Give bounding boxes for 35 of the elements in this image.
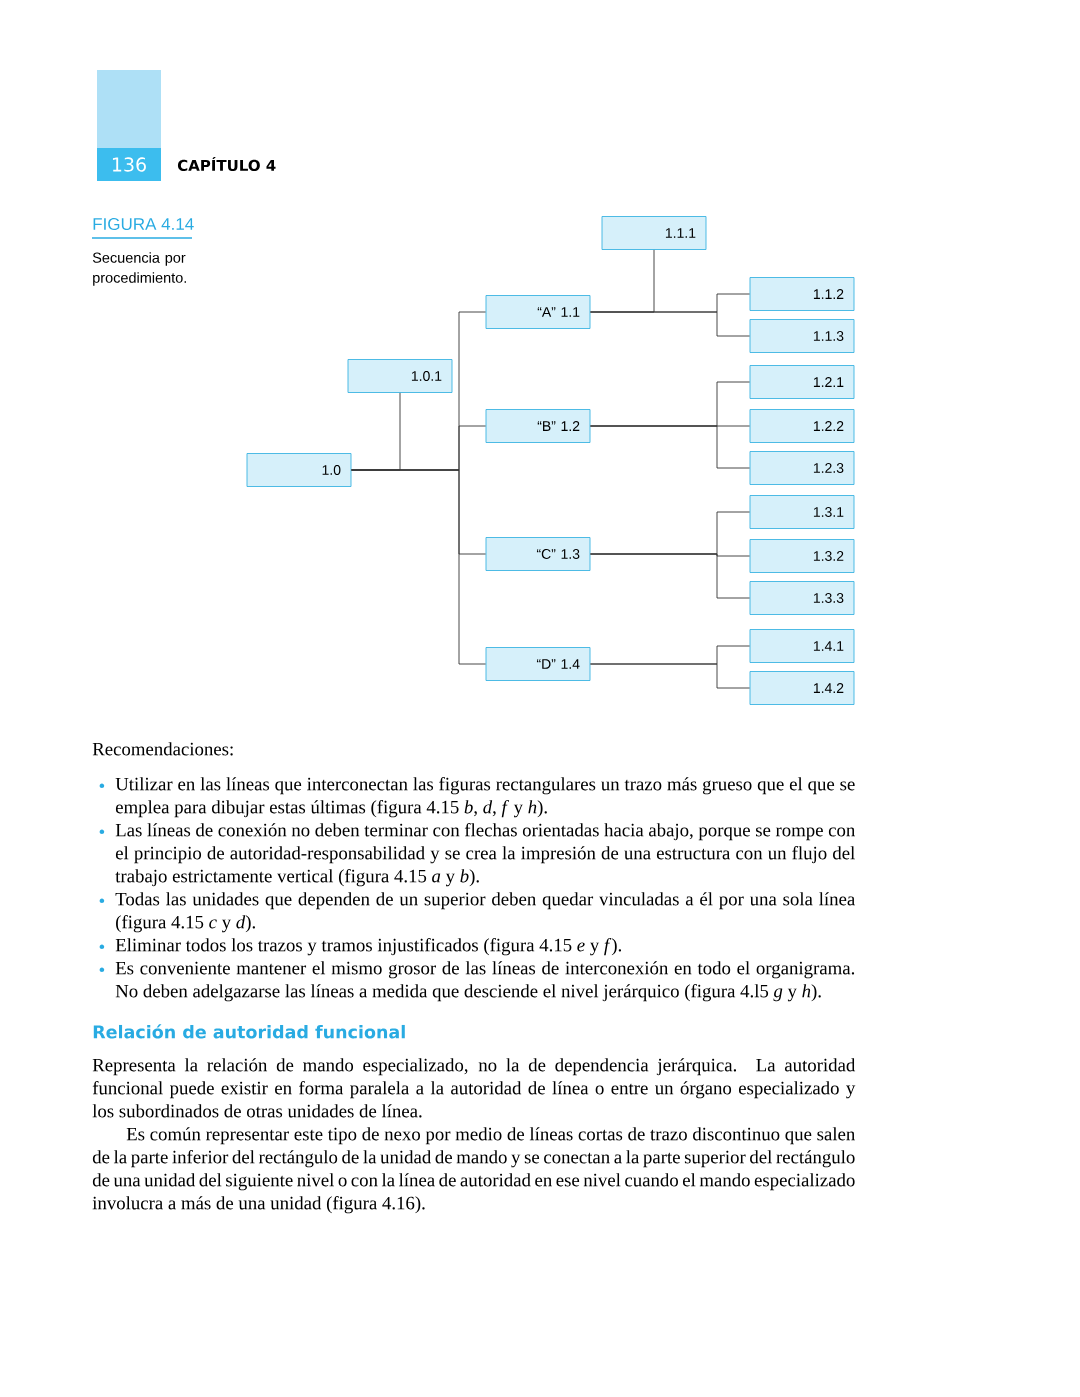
org-box: 1.3.2: [749, 539, 855, 573]
figure-number: FIGURA 4.14: [93, 218, 194, 231]
org-box: 1.0: [246, 453, 352, 487]
bullet-item: Eliminar todos los trazos y tramos injustificados (figura 4.15 e y f).: [115, 938, 621, 956]
paragraph: Representa la relación de mando especializado, no la de dependencia jerárquica. La autoridad funcional puede existir en forma paralela a la autoridad de línea o entre un órgano especializado y los subordinados de otras unidades de línea.: [92, 1058, 856, 1118]
org-box: 1.1.3: [749, 319, 855, 353]
org-box: “D” 1.4: [485, 647, 591, 681]
org-box: 1.1.1: [601, 216, 707, 250]
org-box: 1.4.1: [749, 629, 855, 663]
org-box: 1.4.2: [749, 671, 855, 705]
connector-line: [590, 311, 750, 337]
bullet-item: Todas las unidades que dependen de un superior deben quedar vinculadas a él por una sola línea (figura 4.15 c y d).: [115, 892, 855, 933]
connector-line: [590, 425, 750, 469]
org-box: 1.3.3: [749, 581, 855, 615]
connector-line: [351, 469, 486, 665]
body-text: Recomendaciones:: [92, 742, 233, 756]
org-box: “B” 1.2: [485, 409, 591, 443]
org-box: 1.1.2: [749, 277, 855, 311]
chapter-heading: CAPÍTULO 4: [177, 156, 276, 172]
org-box: 1.2.2: [749, 409, 855, 443]
org-box: 1.2.3: [749, 451, 855, 485]
bullet-item: Utilizar en las líneas que interconectan las figuras rectangulares un trazo más grueso que el que se emplea para dibujar estas últimas (figura 4.15 b, d, f y h).: [115, 777, 855, 818]
org-box: 1.3.1: [749, 495, 855, 529]
org-box: “A” 1.1: [485, 295, 591, 329]
connector-line: [590, 553, 750, 599]
connector-line: [590, 663, 750, 689]
section-heading: Relación de autoridad funcional: [93, 1024, 405, 1039]
page-number-tab: 136: [97, 70, 161, 181]
org-box: “C” 1.3: [485, 537, 591, 571]
paragraph: Es común representar este tipo de nexo por medio de líneas cortas de trazo discontinuo que salen de la parte inferior del rectángulo de la unidad de mando y se conectan a la parte superior del rectángulo de una unidad del siguiente nivel o con la línea de autoridad en ese nivel cuando el mando especializado involucra a más de una unidad (figura 4.16).: [92, 1127, 855, 1214]
bullet-item: Las líneas de conexión no deben terminar con flechas orientadas hacia abajo, porque se rompe con el principio de autoridad-responsabilidad y se crea la impresión de una estructura con un flujo del trabajo estrictamente vertical (figura 4.15 a y b).: [115, 823, 855, 887]
figure-caption: Secuencia por procedimiento.: [92, 252, 186, 286]
org-box: 1.2.1: [749, 365, 855, 399]
org-box: 1.0.1: [347, 359, 453, 393]
bullet-item: Es conveniente mantener el mismo grosor de las líneas de interconexión en todo el organigrama. No deben adelgazarse las líneas a medida que desciende el nivel jerárquico (figura 4.l5 g y h).: [115, 961, 855, 1002]
